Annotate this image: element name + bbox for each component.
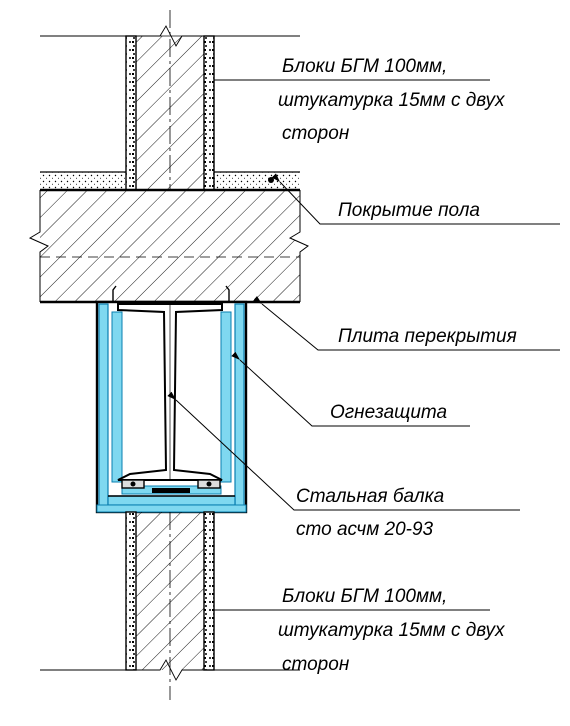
- label-floor-finish: Покрытие пола: [338, 200, 480, 221]
- lower-wall: [40, 511, 300, 700]
- label-lower-wall-line3: сторон: [282, 654, 350, 675]
- label-steel-beam-line2: сто асчм 20-93: [296, 519, 434, 540]
- leader-lines: [167, 79, 560, 611]
- label-lower-wall-line1: Блоки БГМ 100мм,: [282, 586, 447, 607]
- label-steel-beam-line1: Стальная балка: [296, 486, 444, 507]
- label-upper-wall-line3: сторон: [282, 123, 350, 144]
- label-upper-wall-line1: Блоки БГМ 100мм,: [282, 56, 447, 77]
- label-upper-wall-line2: штукатурка 15мм с двух: [278, 90, 506, 111]
- label-slab: Плита перекрытия: [338, 326, 517, 347]
- floor-slab: [28, 188, 309, 304]
- upper-wall: [40, 10, 300, 191]
- steel-beam-assembly: [95, 285, 248, 514]
- label-lower-wall-line2: штукатурка 15мм с двух: [278, 620, 506, 641]
- label-fire-protection: Огнезащита: [330, 402, 447, 423]
- annotation-labels: Блоки БГМ 100мм, штукатурка 15мм с двух …: [278, 56, 517, 675]
